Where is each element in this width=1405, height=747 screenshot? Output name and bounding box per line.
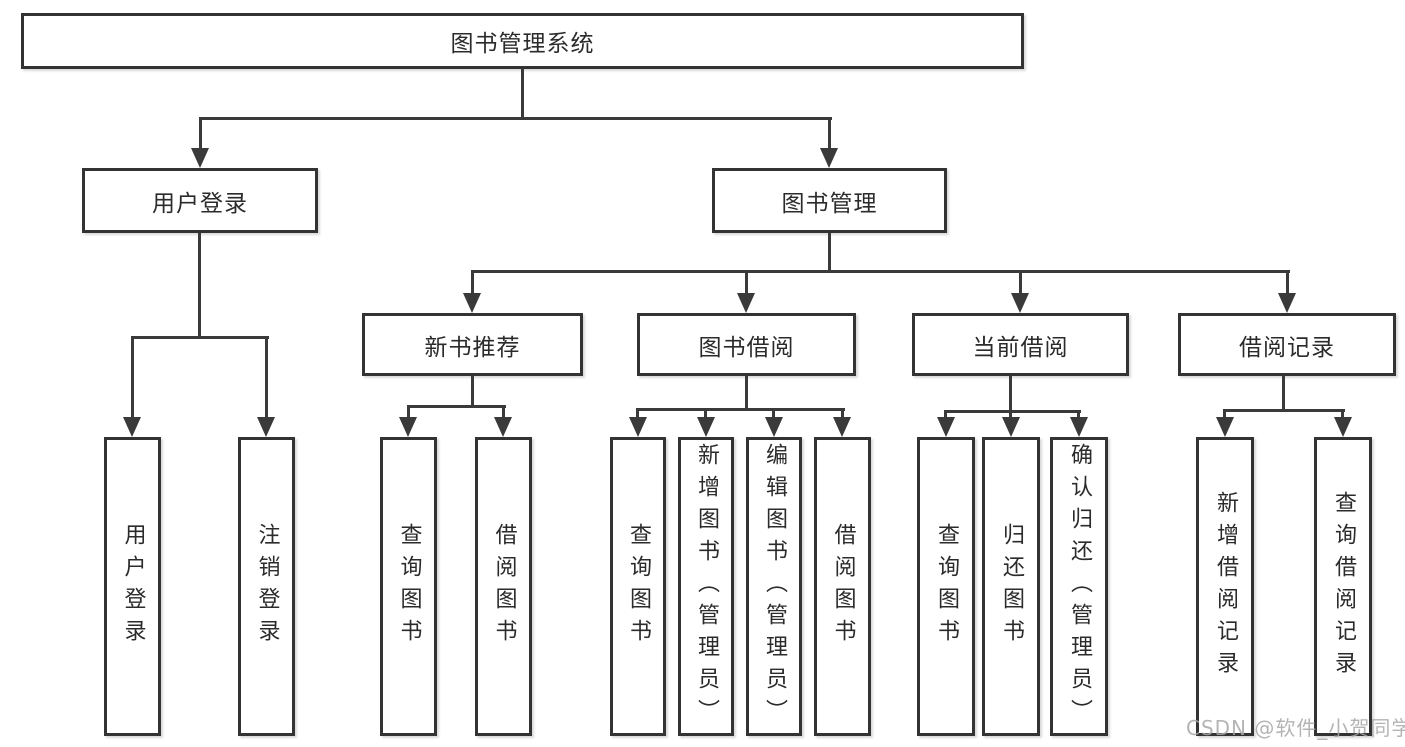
arrowhead-down-icon — [820, 148, 838, 168]
node-book-borrow-label: 图书借阅 — [698, 334, 795, 361]
leaf-add-borrow-record: 新增借阅记录 — [1196, 437, 1254, 736]
connector-newbook-stem-1 — [407, 405, 410, 419]
leaf-query-books-3: 查询图书 — [917, 437, 975, 736]
connector-borrowrecords-hline — [1223, 409, 1345, 412]
leaf-user-login: 用户登录 — [104, 437, 161, 736]
node-user-login-label: 用户登录 — [152, 190, 248, 217]
connector-root-stem-left — [199, 117, 202, 150]
arrowhead-down-icon — [463, 293, 481, 313]
connector-currentborrow-stem-1 — [944, 410, 947, 419]
watermark: CSDN @软件_小贺同学 — [1186, 716, 1405, 740]
node-new-book-recommend: 新书推荐 — [362, 313, 583, 376]
connector-root-vline — [521, 69, 524, 119]
leaf-query-borrow-record: 查询借阅记录 — [1314, 437, 1372, 736]
connector-bookmgmt-hline — [471, 270, 1290, 273]
leaf-query-books-label: 查询图书 — [396, 522, 422, 651]
leaf-user-login-label: 用户登录 — [120, 522, 146, 651]
node-current-borrow-label: 当前借阅 — [972, 334, 1069, 361]
leaf-return-book-label: 归还图书 — [999, 522, 1024, 651]
leaf-query-books-2-label: 查询图书 — [626, 522, 651, 651]
arrowhead-down-icon — [123, 417, 141, 437]
arrowhead-down-icon — [765, 417, 783, 437]
arrowhead-down-icon — [191, 148, 209, 168]
leaf-query-books: 查询图书 — [380, 437, 437, 736]
connector-bookborrow-stem-4 — [841, 408, 844, 419]
arrowhead-down-icon — [1002, 417, 1020, 437]
node-borrow-records: 借阅记录 — [1178, 313, 1396, 376]
arrowhead-down-icon — [1334, 417, 1352, 437]
connector-borrowrecords-stem-2 — [1341, 409, 1344, 419]
leaf-confirm-return-admin: 确认归还（管理员） — [1050, 437, 1108, 736]
leaf-borrow-books-label: 借阅图书 — [491, 522, 517, 651]
connector-userlogin-vline — [198, 233, 201, 339]
node-borrow-records-label: 借阅记录 — [1239, 334, 1335, 361]
arrowhead-down-icon — [833, 417, 851, 437]
leaf-edit-book-admin-label: 编辑图书（管理员） — [762, 442, 787, 731]
connector-bookmgmt-stem-2 — [745, 270, 748, 295]
connector-currentborrow-stem-3 — [1077, 410, 1080, 419]
connector-bookmgmt-stem-4 — [1286, 270, 1289, 295]
connector-userlogin-hline — [131, 336, 269, 339]
leaf-borrow-books: 借阅图书 — [475, 437, 532, 736]
connector-currentborrow-stem-2 — [1009, 410, 1012, 419]
connector-currentborrow-vline — [1009, 376, 1012, 413]
connector-newbook-hline — [407, 405, 506, 408]
connector-root-hline — [199, 117, 832, 120]
connector-newbook-vline — [471, 376, 474, 408]
leaf-borrow-books-2: 借阅图书 — [814, 437, 871, 736]
connector-bookmgmt-vline — [828, 233, 831, 273]
arrowhead-down-icon — [937, 417, 955, 437]
arrowhead-down-icon — [737, 293, 755, 313]
connector-bookborrow-vline — [745, 376, 748, 411]
node-root: 图书管理系统 — [21, 13, 1024, 69]
leaf-query-books-2: 查询图书 — [610, 437, 666, 736]
leaf-query-books-3-label: 查询图书 — [934, 522, 959, 651]
arrowhead-down-icon — [697, 417, 715, 437]
connector-newbook-stem-2 — [502, 405, 505, 419]
arrowhead-down-icon — [494, 417, 512, 437]
connector-root-stem-right — [828, 117, 831, 150]
connector-bookborrow-stem-3 — [772, 408, 775, 419]
connector-borrowrecords-stem-1 — [1223, 409, 1226, 419]
connector-userlogin-stem-2 — [265, 336, 268, 419]
leaf-return-book: 归还图书 — [982, 437, 1040, 736]
leaf-add-borrow-record-label: 新增借阅记录 — [1213, 490, 1238, 683]
leaf-borrow-books-2-label: 借阅图书 — [830, 522, 856, 651]
arrowhead-down-icon — [399, 417, 417, 437]
connector-bookborrow-stem-2 — [704, 408, 707, 419]
leaf-edit-book-admin: 编辑图书（管理员） — [746, 437, 802, 736]
connector-bookmgmt-stem-1 — [471, 270, 474, 295]
connector-bookborrow-stem-1 — [636, 408, 639, 419]
node-book-management: 图书管理 — [712, 168, 947, 233]
node-book-borrow: 图书借阅 — [637, 313, 856, 376]
arrowhead-down-icon — [629, 417, 647, 437]
node-root-label: 图书管理系统 — [450, 31, 595, 57]
connector-currentborrow-hline — [944, 410, 1081, 413]
node-current-borrow: 当前借阅 — [912, 313, 1129, 376]
arrowhead-down-icon — [1011, 293, 1029, 313]
leaf-query-borrow-record-label: 查询借阅记录 — [1331, 490, 1356, 683]
arrowhead-down-icon — [1278, 293, 1296, 313]
leaf-logout-login-label: 注销登录 — [254, 522, 280, 651]
leaf-add-book-admin-label: 新增图书（管理员） — [694, 442, 719, 731]
connector-userlogin-stem-1 — [131, 336, 134, 419]
node-book-management-label: 图书管理 — [781, 190, 878, 217]
leaf-logout-login: 注销登录 — [238, 437, 295, 736]
connector-bookborrow-hline — [636, 408, 845, 411]
leaf-confirm-return-admin-label: 确认归还（管理员） — [1067, 442, 1092, 731]
arrowhead-down-icon — [1216, 417, 1234, 437]
arrowhead-down-icon — [1070, 417, 1088, 437]
arrowhead-down-icon — [257, 417, 275, 437]
node-new-book-recommend-label: 新书推荐 — [424, 334, 521, 361]
node-user-login: 用户登录 — [82, 168, 318, 233]
connector-borrowrecords-vline — [1282, 376, 1285, 412]
leaf-add-book-admin: 新增图书（管理员） — [678, 437, 734, 736]
connector-bookmgmt-stem-3 — [1019, 270, 1022, 295]
